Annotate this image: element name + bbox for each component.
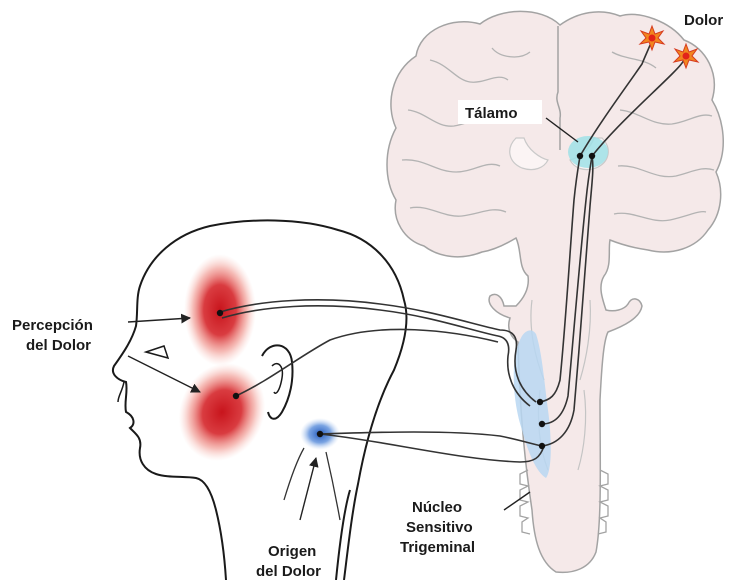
label-origin-1: Origen: [268, 543, 316, 560]
label-nucleus-3: Trigeminal: [400, 539, 475, 556]
thalamus: [568, 136, 608, 168]
label-thalamus: Tálamo: [465, 105, 518, 122]
label-origin-2: del Dolor: [256, 563, 321, 580]
label-perception-1: Percepción: [12, 317, 93, 334]
label-nucleus-2: Sensitivo: [406, 519, 473, 536]
neck-back-line: [336, 490, 350, 580]
label-pain: Dolor: [684, 12, 723, 29]
label-nucleus-1: Núcleo: [412, 499, 462, 516]
pain-zone-jaw: [164, 350, 279, 474]
ear-outline: [262, 345, 293, 418]
eye: [146, 346, 168, 358]
cerebrum: [387, 11, 723, 572]
neck-nerve-strands: [284, 448, 340, 520]
ear-inner: [272, 364, 282, 394]
label-perception-2: del Dolor: [26, 337, 91, 354]
nose-bridge: [118, 382, 124, 402]
brain-section: [387, 11, 723, 572]
